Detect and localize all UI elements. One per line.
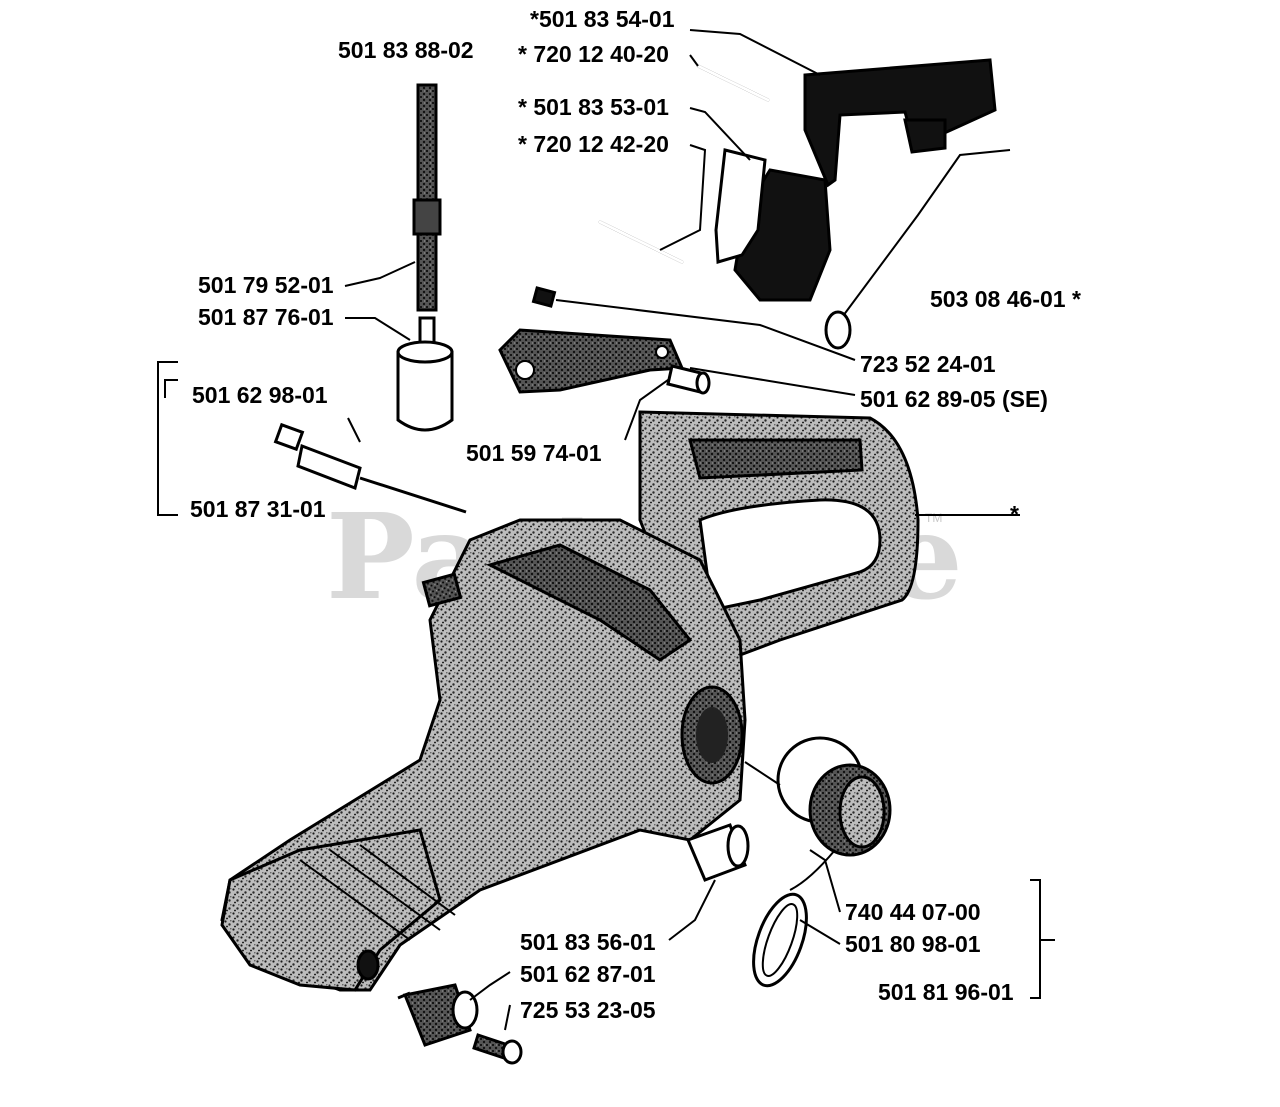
callout-label: 740 44 07-00 — [845, 899, 981, 925]
callout-label: 723 52 24-01 — [860, 351, 996, 377]
callout-label: * 501 83 53-01 — [518, 94, 669, 120]
oil-pump-pin-part — [273, 422, 467, 514]
callout-label: 501 83 56-01 — [520, 929, 656, 955]
callout-label: 501 62 98-01 — [192, 382, 328, 408]
crankcase-body — [220, 410, 920, 992]
callout-label: 501 80 98-01 — [845, 931, 981, 957]
callout-label: 501 59 74-01 — [466, 440, 602, 466]
throttle-rod-part — [824, 149, 1011, 350]
callout-label: 501 87 76-01 — [198, 304, 334, 330]
callout-label: 725 53 23-05 — [520, 997, 656, 1023]
callout-label: * — [1010, 501, 1019, 527]
fuel-filter-part — [396, 316, 454, 432]
callout-label: 501 81 96-01 — [878, 979, 1014, 1005]
callout-labels: *501 83 54-01 * 720 12 40-20 501 83 88-0… — [190, 6, 1081, 1023]
bracket-plate-part — [498, 328, 685, 394]
screw-725-53-23-05 — [472, 1033, 523, 1065]
oil-cap-assembly — [752, 736, 892, 988]
sleeve-part — [666, 364, 711, 395]
trigger-lockout-part — [714, 148, 832, 302]
callout-label: 501 62 89-05 (SE) — [860, 386, 1048, 412]
callout-label: 501 62 87-01 — [520, 961, 656, 987]
chain-catcher-part — [397, 983, 479, 1047]
throttle-trigger-part — [803, 58, 997, 188]
leader-lines — [157, 29, 1055, 1031]
fuel-hose-part — [412, 83, 442, 312]
callout-label: 501 79 52-01 — [198, 272, 334, 298]
callout-label: 501 87 31-01 — [190, 496, 326, 522]
callout-label: 503 08 46-01 * — [930, 286, 1081, 312]
bushing-part — [685, 823, 750, 882]
callout-label: * 720 12 40-20 — [518, 41, 669, 67]
callout-label: 501 83 88-02 — [338, 37, 474, 63]
callout-label: *501 83 54-01 — [530, 6, 675, 32]
screw-723-52-24-01 — [531, 286, 557, 308]
watermark-trademark: TM — [925, 511, 942, 525]
callout-label: * 720 12 42-20 — [518, 131, 669, 157]
